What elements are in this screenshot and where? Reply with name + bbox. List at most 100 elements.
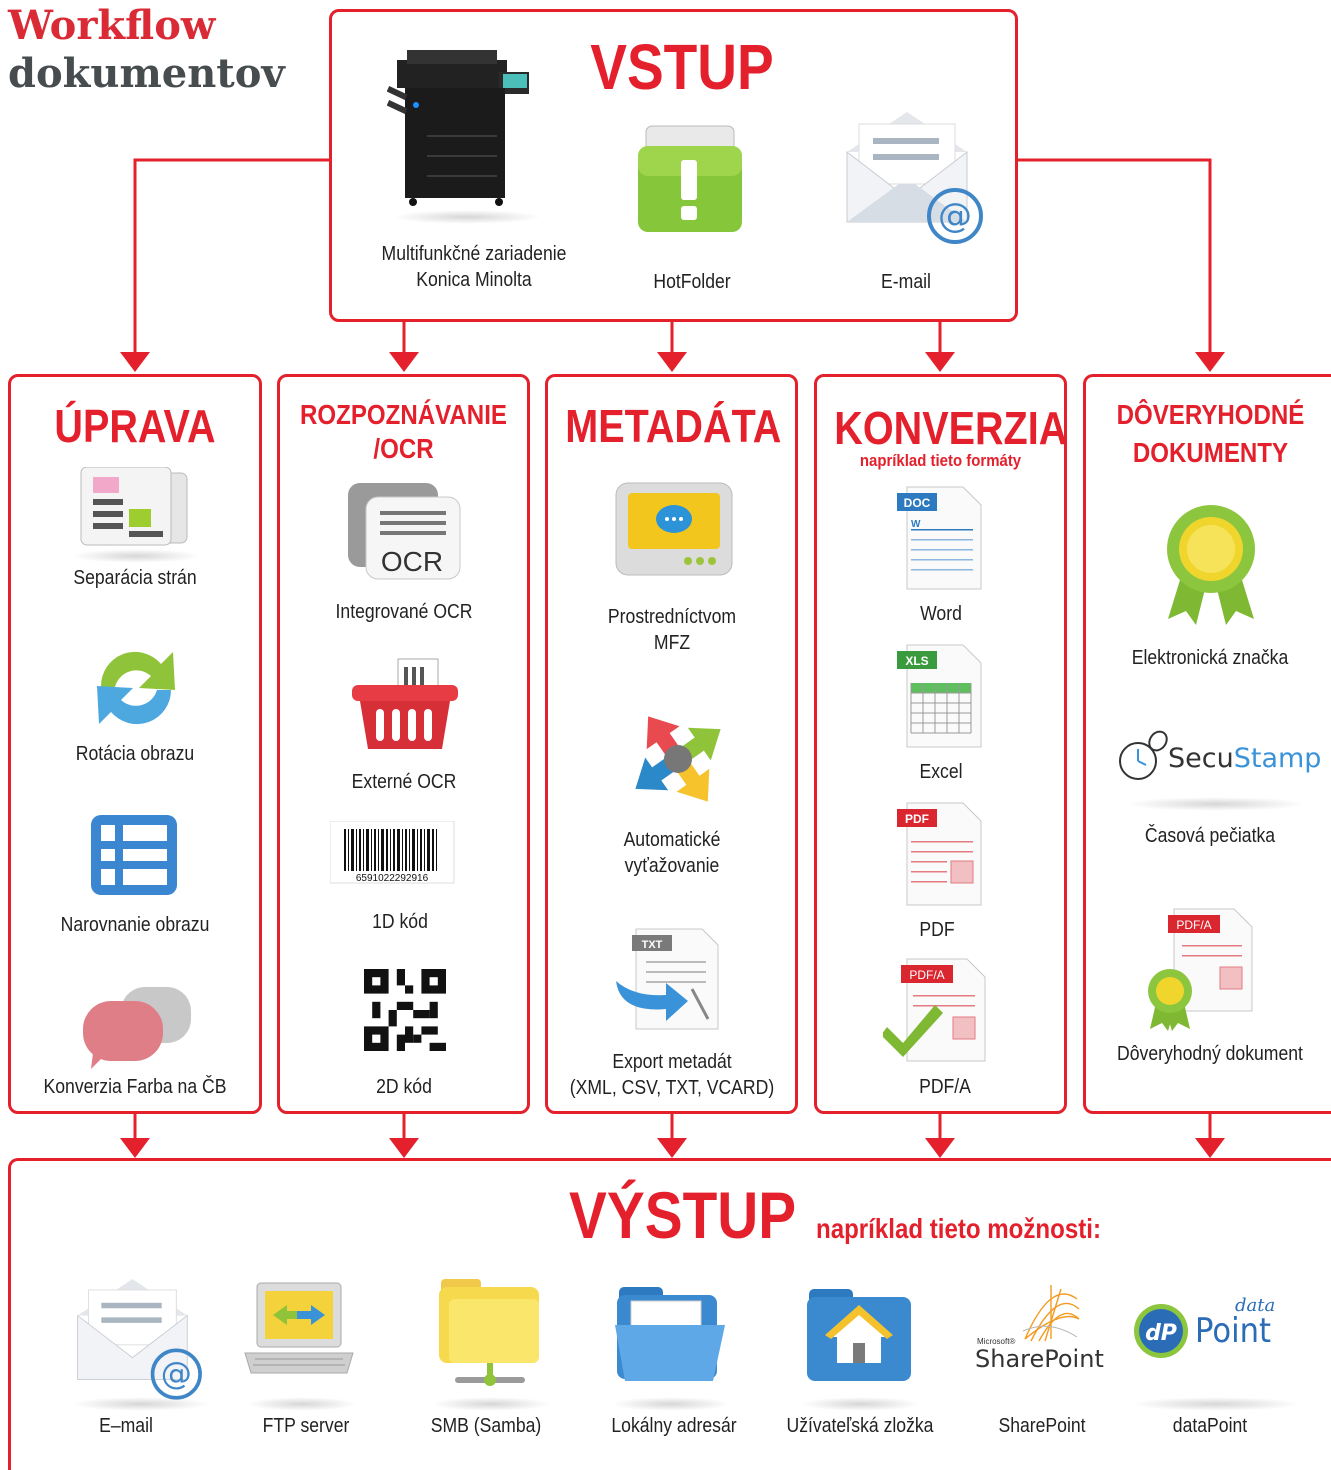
- network-folder-icon: [439, 1279, 539, 1386]
- datapoint-badge-icon: dP: [1134, 1304, 1188, 1358]
- output-box: VÝSTUP napríklad tieto možnosti: @ E–mai…: [8, 1158, 1331, 1470]
- arrow-down-icon: [657, 1138, 687, 1158]
- connector-right: [1017, 158, 1212, 352]
- ftp-laptop-icon: [244, 1282, 354, 1374]
- svg-text:DOC: DOC: [904, 496, 931, 510]
- svg-text:dP: dP: [1145, 1321, 1177, 1346]
- ocr-icon: OCR: [348, 483, 461, 580]
- output-label-datapoint: dataPoint: [1172, 1415, 1248, 1437]
- pdfa-file-icon: PDF/A: [883, 958, 986, 1062]
- input-label-email: E-mail: [881, 271, 931, 293]
- input-box: VSTUP Multifunkčné zariadenie Konica Min…: [329, 9, 1018, 322]
- output-label-smb: SMB (Samba): [430, 1415, 542, 1437]
- datapoint-logo: dP data Point: [1133, 1295, 1293, 1375]
- arrow-down-icon: [1195, 1138, 1225, 1158]
- column-conversion: KONVERZIA napríklad tieto formáty DOC W …: [814, 374, 1067, 1114]
- output-subheading: napríklad tieto možnosti:: [815, 1213, 1101, 1244]
- deskew-icon: [91, 815, 177, 895]
- column-editing-heading: ÚPRAVA: [54, 400, 216, 452]
- output-label-email: E–mail: [99, 1415, 153, 1437]
- mfp-panel-icon: [615, 482, 733, 576]
- column-ocr: ROZPOZNÁVANIE /OCR OCR Integrované OCR E…: [277, 374, 530, 1114]
- svg-text:PDF: PDF: [905, 812, 929, 826]
- datapoint-logo-point: Point: [1195, 1311, 1271, 1351]
- svg-text:@: @: [938, 196, 972, 236]
- trusted-pdfa-icon: PDF/A: [1148, 908, 1253, 1031]
- label-external-ocr: Externé OCR: [351, 771, 457, 793]
- svg-text:OCR: OCR: [381, 546, 443, 577]
- secustamp-logo: SecuStamp: [1116, 729, 1321, 789]
- extraction-arrows-icon: [635, 716, 721, 802]
- svg-text:PDF/A: PDF/A: [1176, 918, 1211, 932]
- label-auto-extraction: Automatické vyťažovanie: [623, 829, 721, 877]
- label-via-mfp: Prostredníctvom MFZ: [607, 606, 737, 654]
- seal-icon: [1167, 505, 1255, 625]
- column-trusted: DÔVERYHODNÉ DOKUMENTY Elektronická značk…: [1083, 374, 1331, 1114]
- arrow-down-icon: [389, 352, 419, 372]
- svg-text:XLS: XLS: [905, 654, 928, 668]
- arrow-down-icon: [925, 352, 955, 372]
- label-color-to-bw: Konverzia Farba na ČB: [43, 1076, 227, 1098]
- column-ocr-heading-2: /OCR: [373, 433, 434, 464]
- column-conversion-heading: KONVERZIA: [834, 402, 1068, 454]
- column-trusted-heading-2: DOKUMENTY: [1132, 437, 1289, 468]
- hotfolder-icon: [638, 125, 742, 232]
- label-pdf: PDF: [919, 919, 955, 941]
- svg-text:@: @: [161, 1356, 192, 1392]
- label-electronic-seal: Elektronická značka: [1131, 647, 1289, 669]
- title-line-2: dokumentov: [8, 50, 285, 97]
- page-title: Workflow dokumentov: [8, 6, 285, 94]
- open-folder-icon: [615, 1287, 725, 1381]
- column-conversion-subheading: napríklad tieto formáty: [859, 451, 1022, 470]
- output-email-icon: @: [77, 1279, 202, 1400]
- sharepoint-logo-text: SharePoint: [975, 1345, 1104, 1373]
- arrow-down-icon: [1195, 352, 1225, 372]
- label-deskew: Narovnanie obrazu: [60, 914, 210, 936]
- label-page-separation: Separácia strán: [73, 567, 197, 589]
- label-timestamp: Časová pečiatka: [1144, 825, 1276, 847]
- printer-icon: [387, 50, 529, 206]
- secustamp-logo-secu: Secu: [1168, 743, 1234, 774]
- secustamp-logo-stamp: Stamp: [1233, 743, 1322, 774]
- sharepoint-logo-microsoft: Microsoft®: [977, 1337, 1016, 1346]
- output-label-user-folder: Užívateľská zložka: [786, 1415, 934, 1437]
- sharepoint-mesh-icon: [1022, 1285, 1080, 1342]
- color-conversion-icon: [83, 987, 191, 1069]
- input-label-hotfolder: HotFolder: [653, 271, 731, 293]
- label-integrated-ocr: Integrované OCR: [335, 601, 473, 623]
- arrow-down-icon: [120, 1138, 150, 1158]
- qr-code-icon: [364, 969, 446, 1051]
- label-pdfa: PDF/A: [919, 1076, 971, 1098]
- label-word: Word: [920, 603, 962, 625]
- svg-text:PDF/A: PDF/A: [909, 968, 944, 982]
- column-trusted-heading-1: DÔVERYHODNÉ: [1116, 399, 1305, 430]
- title-line-1: Workflow: [8, 2, 216, 49]
- label-image-rotation: Rotácia obrazu: [75, 743, 195, 765]
- xls-file-icon: XLS: [897, 644, 982, 748]
- pdf-file-icon: PDF: [897, 802, 982, 906]
- arrow-down-icon: [925, 1138, 955, 1158]
- arrow-down-icon: [657, 352, 687, 372]
- output-label-sharepoint: SharePoint: [998, 1415, 1086, 1437]
- arrow-down-icon: [389, 1138, 419, 1158]
- label-excel: Excel: [919, 761, 963, 783]
- column-editing: ÚPRAVA Separácia strán Rotácia obrazu Na…: [8, 374, 262, 1114]
- ocr-basket-icon: [352, 658, 458, 749]
- column-metadata: METADÁTA Prostredníctvom MFZ Automatické…: [545, 374, 798, 1114]
- barcode-icon: 6591022292916: [330, 821, 455, 884]
- datapoint-logo-data: data: [1235, 1295, 1276, 1316]
- input-label-printer: Multifunkčné zariadenie Konica Minolta: [381, 243, 567, 291]
- svg-text:W: W: [911, 519, 921, 530]
- stopwatch-icon: [1119, 730, 1168, 780]
- doc-file-icon: DOC W: [897, 486, 982, 590]
- output-heading: VÝSTUP: [569, 1178, 797, 1252]
- label-trusted-document: Dôveryhodný dokument: [1117, 1043, 1303, 1065]
- output-label-ftp: FTP server: [262, 1415, 350, 1437]
- document-separation-icon: [80, 467, 188, 546]
- sharepoint-logo: Microsoft® SharePoint: [971, 1279, 1111, 1399]
- label-metadata-export: Export metadát (XML, CSV, TXT, VCARD): [569, 1051, 775, 1099]
- column-metadata-heading: METADÁTA: [565, 400, 782, 452]
- txt-export-icon: TXT: [616, 928, 719, 1030]
- svg-text:6591022292916: 6591022292916: [356, 873, 429, 884]
